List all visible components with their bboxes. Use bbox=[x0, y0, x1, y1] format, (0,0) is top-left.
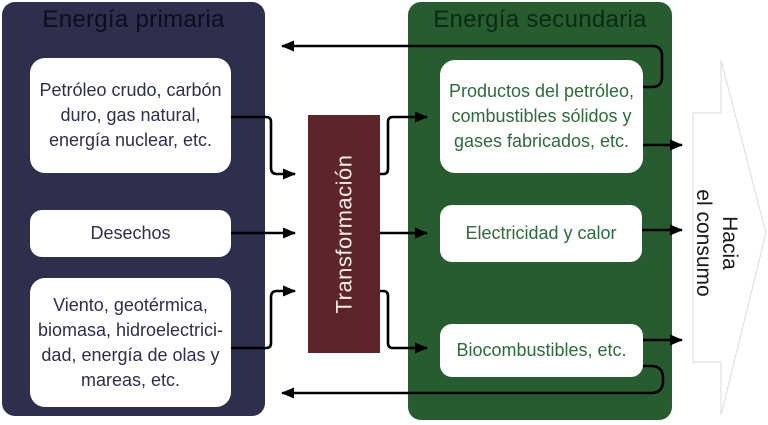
secondary-box-electricity-heat: Electricidad y calor bbox=[440, 205, 642, 262]
transformation-box: Transformación bbox=[308, 115, 380, 353]
secondary-box-petroleum-products: Productos del petróleo, combustibles sól… bbox=[440, 60, 643, 173]
secondary-box-biofuels: Biocombustibles, etc. bbox=[440, 324, 643, 377]
transformation-label: Transformación bbox=[331, 154, 357, 314]
consumption-arrow-label: Hacia el consumo bbox=[692, 189, 741, 297]
primary-energy-title: Energía primaria bbox=[42, 6, 225, 33]
secondary-energy-title: Energía secundaria bbox=[433, 6, 647, 33]
primary-box-petroleum: Petróleo crudo, carbón duro, gas natural… bbox=[30, 58, 231, 173]
primary-box-renewables: Viento, geotérmica, biomasa, hidroelectr… bbox=[30, 278, 231, 407]
primary-box-waste: Desechos bbox=[30, 210, 231, 257]
